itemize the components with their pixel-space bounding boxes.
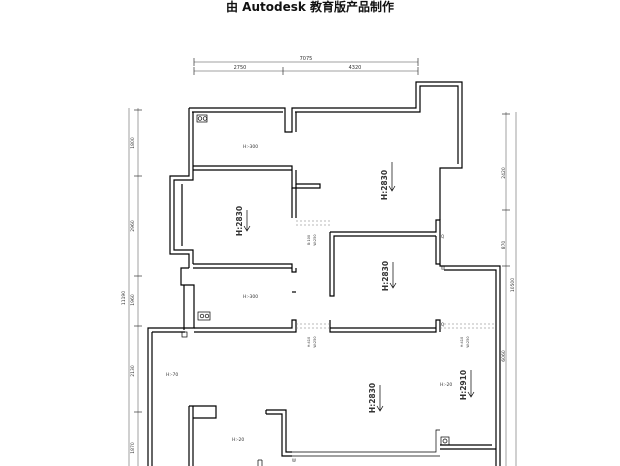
height-arrows	[243, 162, 475, 412]
interior-walls	[188, 112, 441, 466]
arrow-icon	[243, 210, 251, 232]
arrow-icon	[389, 262, 397, 289]
dim-left-2: 2960	[130, 220, 136, 232]
arrow-icon	[467, 370, 475, 398]
beam2-label-b: W:250	[313, 336, 317, 347]
floor-drain-fixture	[440, 436, 450, 446]
arrow-icon	[388, 162, 396, 192]
room-label-big-left: H:-70	[166, 372, 178, 378]
beam-annotations: B:100 W:250 H:410 W:250 H:410 W:250	[307, 234, 470, 347]
fixtures: Q W Q W	[181, 114, 450, 463]
sink-fixture	[197, 311, 211, 321]
dim-top-right: 4320	[349, 65, 362, 71]
room-label-big-right-1: H:-20	[440, 382, 452, 388]
dim-top-left: 2750	[234, 65, 247, 71]
dim-right-1: 2420	[501, 167, 507, 179]
beam1-label-b: W:250	[313, 234, 317, 245]
dim-top-total: 7075	[300, 56, 313, 62]
room-labels: H:-300 H:2830 H:2830 H:2830 H:-300 H:-70…	[166, 144, 468, 443]
dim-right-total: 10500	[510, 278, 516, 292]
room-label-big-center: H:2830	[368, 383, 377, 413]
dim-left-5: 1870	[130, 442, 136, 454]
beam1-label-a: B:100	[307, 235, 311, 245]
room-label-big-right-2: H:2910	[459, 370, 468, 400]
fixture-label-3: Q	[441, 322, 444, 327]
room-label-small-left: H:-300	[243, 294, 258, 300]
outer-walls	[147, 81, 501, 466]
top-dimensions: 7075 2750 4320	[193, 56, 419, 75]
dim-left-total: 11190	[121, 291, 127, 305]
room-label-top-right: H:2830	[380, 170, 389, 200]
dim-right-2: 870	[501, 241, 507, 250]
fixture-label-2: W	[441, 266, 445, 271]
dim-left-1: 1800	[130, 137, 136, 149]
right-dimensions: 2420 870 10500 6060	[501, 112, 517, 466]
room-label-mid-left: H:2830	[235, 206, 244, 236]
dim-left-4: 2130	[130, 365, 136, 377]
room-label-bottom-left: H:-20	[232, 437, 244, 443]
beam-lines	[296, 220, 496, 329]
left-dimensions: 1800 2960 11190 1960 2130 1870	[121, 108, 142, 466]
autodesk-banner: 由 Autodesk 教育版产品制作	[225, 0, 395, 14]
dim-left-3: 1960	[130, 294, 136, 306]
fixture-label-1: Q	[441, 234, 444, 239]
beam2-label-a: H:410	[307, 337, 311, 348]
dim-right-3: 6060	[501, 350, 507, 362]
beam3-label-b: W:250	[466, 336, 470, 347]
arrow-icon	[376, 385, 384, 412]
room-label-top-left: H:-300	[243, 144, 258, 150]
room-label-mid-right: H:2830	[381, 261, 390, 291]
beam3-label-a: H:410	[460, 337, 464, 348]
fixture-label-4: W	[292, 458, 296, 463]
